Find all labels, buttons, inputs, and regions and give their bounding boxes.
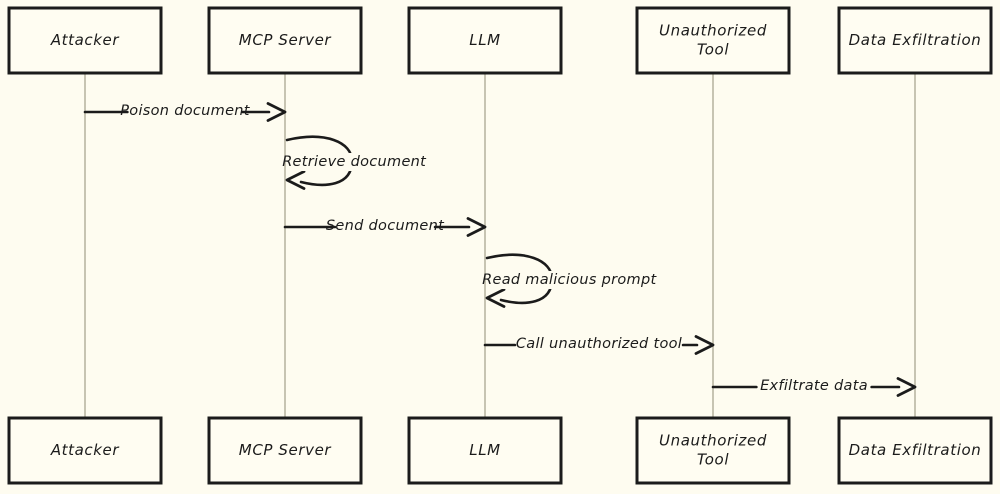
actor-label-llm-bottom: LLM xyxy=(469,441,500,459)
actor-label-unauthorized-tool-bottom-line1: Unauthorized xyxy=(659,432,767,450)
actor-box-data-exfiltration-bottom xyxy=(837,416,993,485)
actor-label-attacker-bottom: Attacker xyxy=(50,441,120,459)
actor-box-unauthorized-tool-top xyxy=(635,6,791,75)
actor-label-data-exfiltration-top: Data Exfiltration xyxy=(849,31,982,49)
message-label-bg-2 xyxy=(289,153,418,171)
actor-box-mcp-server-top xyxy=(207,6,363,75)
actor-box-unauthorized-tool-bottom xyxy=(635,416,791,485)
actor-attacker-bottom[interactable]: Attacker xyxy=(7,416,163,485)
actor-attacker-top[interactable]: Attacker xyxy=(7,6,163,75)
message-label-3: Send document xyxy=(326,218,445,234)
actor-label-attacker-top: Attacker xyxy=(50,31,120,49)
message-label-5: Call unauthorized tool xyxy=(516,336,682,352)
message-arrowhead-4 xyxy=(485,288,506,308)
message-label-6: Exfiltrate data xyxy=(760,378,868,394)
message-arrowhead-6 xyxy=(896,377,917,397)
actor-label-data-exfiltration-bottom: Data Exfiltration xyxy=(849,441,982,459)
lifelines-layer xyxy=(84,73,916,418)
actor-box-llm-bottom xyxy=(407,416,563,485)
message-2-retrieve-document[interactable]: Retrieve document xyxy=(282,135,427,190)
actor-data-exfiltration-top[interactable]: Data Exfiltration xyxy=(837,6,993,75)
actor-label-mcp-server-top: MCP Server xyxy=(239,31,332,49)
message-1-poison-document[interactable]: Poison document xyxy=(83,102,287,122)
actor-label-mcp-server-bottom: MCP Server xyxy=(239,441,332,459)
message-arrowhead-3 xyxy=(466,217,487,237)
message-4-read-malicious-prompt[interactable]: Read malicious prompt xyxy=(482,253,657,308)
actor-label-unauthorized-tool-bottom-line2: Tool xyxy=(697,451,729,469)
actor-mcp-server-top[interactable]: MCP Server xyxy=(207,6,363,75)
actor-data-exfiltration-bottom[interactable]: Data Exfiltration xyxy=(837,416,993,485)
message-arrowhead-1 xyxy=(266,102,287,122)
message-5-call-unauthorized-tool[interactable]: Call unauthorized tool xyxy=(483,335,715,355)
message-arrowhead-5 xyxy=(694,335,715,355)
actor-mcp-server-bottom[interactable]: MCP Server xyxy=(207,416,363,485)
message-label-4: Read malicious prompt xyxy=(482,272,657,288)
actor-label-llm-top: LLM xyxy=(469,31,500,49)
actor-llm-bottom[interactable]: LLM xyxy=(407,416,563,485)
actor-llm-top[interactable]: LLM xyxy=(407,6,563,75)
message-6-exfiltrate-data[interactable]: Exfiltrate data xyxy=(711,377,917,397)
message-label-bg-4 xyxy=(489,271,648,289)
message-3-send-document[interactable]: Send document xyxy=(283,217,487,237)
actor-box-data-exfiltration-top xyxy=(837,6,993,75)
message-arrowhead-2 xyxy=(285,170,306,190)
actor-box-mcp-server-bottom xyxy=(207,416,363,485)
message-label-2: Retrieve document xyxy=(282,154,427,170)
actor-box-attacker-bottom xyxy=(7,416,163,485)
actor-label-unauthorized-tool-top-line2: Tool xyxy=(697,41,729,59)
message-label-1: Poison document xyxy=(120,103,251,119)
actor-box-llm-top xyxy=(407,6,563,75)
actor-label-unauthorized-tool-top-line1: Unauthorized xyxy=(659,22,767,40)
actor-box-attacker-top xyxy=(7,6,163,75)
